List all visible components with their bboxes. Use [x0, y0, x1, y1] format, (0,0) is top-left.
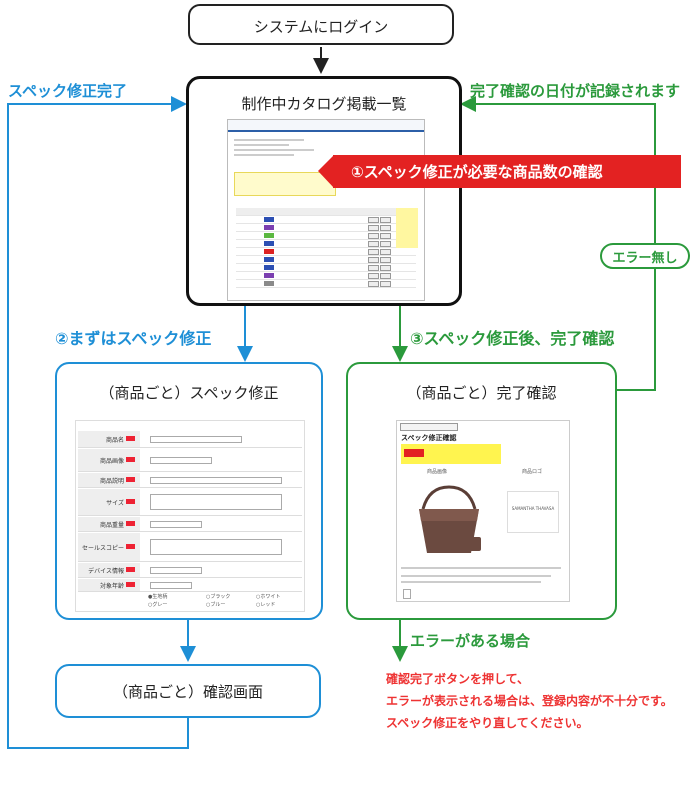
catalog-table	[232, 208, 420, 296]
confirm-screen-node: （商品ごと）確認画面	[55, 664, 321, 718]
field-label-1: 商品画像	[78, 449, 140, 471]
step3-label: ③スペック修正後、完了確認	[410, 329, 615, 348]
has-error-label: エラーがある場合	[410, 632, 531, 650]
screenshot-header	[228, 120, 424, 132]
date-recorded-label: 完了確認の日付が記録されます	[470, 82, 681, 100]
color-option-4: ○ブルー	[206, 602, 226, 608]
arrow-confirm-to-catalog	[7, 96, 189, 749]
complete-check-node: （商品ごと）完了確認 スペック修正確認 商品画像 商品ロゴ SAMANTHA T…	[346, 362, 617, 620]
col-image-label: 商品画像	[427, 469, 448, 475]
confirm-screen-label: （商品ごと）確認画面	[112, 683, 263, 701]
color-option-5: ○レッド	[256, 602, 276, 608]
spec-form-screenshot: 商品名 商品画像 商品説明 サイズ 商品重量 セールスコピー デバイス情報 対象…	[75, 420, 305, 612]
field-label-7: 対象年齢	[78, 579, 140, 591]
catalog-node: 制作中カタログ掲載一覧	[186, 76, 462, 306]
color-option-0: ●生地柄	[148, 594, 168, 600]
col-logo-label: 商品ロゴ	[522, 469, 543, 475]
catalog-label: 制作中カタログ掲載一覧	[241, 95, 407, 113]
check-screenshot: スペック修正確認 商品画像 商品ロゴ SAMANTHA THAVASA	[396, 420, 570, 602]
bag-image	[419, 485, 481, 553]
field-label-0: 商品名	[78, 431, 140, 447]
step1-banner: ①スペック修正が必要な商品数の確認	[333, 155, 681, 188]
no-error-pill: エラー無し	[600, 243, 690, 269]
spec-edit-node: （商品ごと）スペック修正 商品名 商品画像 商品説明 サイズ 商品重量 セールス…	[55, 362, 323, 620]
note-line-2: スペック修正をやり直してください。	[386, 716, 589, 730]
spec-edit-label: （商品ごと）スペック修正	[99, 384, 279, 402]
catalog-screenshot	[227, 119, 425, 301]
field-label-2: 商品説明	[78, 473, 140, 487]
field-label-4: 商品重量	[78, 517, 140, 531]
step1-banner-tip	[318, 155, 334, 188]
screenshot-notice	[234, 172, 336, 196]
color-option-1: ○ブラック	[206, 594, 231, 600]
no-error-label: エラー無し	[612, 250, 678, 266]
spec-fix-done-label: スペック修正完了	[8, 82, 127, 100]
brand-label: SAMANTHA THAVASA	[511, 506, 555, 511]
note-line-1: エラーが表示される場合は、登録内容が不十分です。	[386, 694, 673, 708]
screenshot-text-lines	[234, 136, 324, 166]
field-label-6: デバイス情報	[78, 563, 140, 577]
step1-label: ①スペック修正が必要な商品数の確認	[351, 163, 603, 181]
error-note: 確認完了ボタンを押して、 エラーが表示される場合は、登録内容が不十分です。 スペ…	[386, 668, 673, 734]
note-line-0: 確認完了ボタンを押して、	[386, 672, 530, 686]
login-node: システムにログイン	[188, 4, 454, 45]
color-option-3: ○グレー	[148, 602, 168, 608]
color-option-2: ○ホワイト	[256, 594, 281, 600]
logo-frame: SAMANTHA THAVASA	[507, 491, 559, 533]
complete-check-label: （商品ごと）完了確認	[406, 384, 557, 402]
check-notice	[401, 444, 501, 464]
check-heading: スペック修正確認	[401, 434, 457, 442]
login-label: システムにログイン	[253, 18, 389, 36]
back-button	[400, 423, 458, 431]
step2-label: ②まずはスペック修正	[55, 329, 212, 348]
